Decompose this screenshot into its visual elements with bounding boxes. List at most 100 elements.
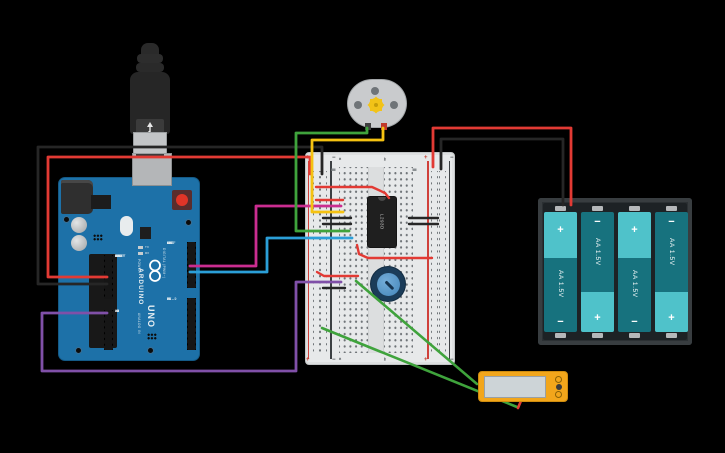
row-number: 16 [331, 168, 336, 172]
row-number: 25 [331, 168, 336, 172]
wire-pin11-in1[interactable] [188, 204, 343, 268]
wire-motor-yellow[interactable] [310, 126, 385, 214]
arduino-brand-text: ARDUINO [137, 268, 144, 306]
battery-contact [629, 333, 640, 338]
row-number: 3 [331, 168, 334, 172]
battery-cap [544, 212, 577, 258]
sensor-terminal-a[interactable] [555, 376, 562, 383]
row-number: 21 [331, 168, 336, 172]
motor-terminal-positive[interactable] [381, 123, 387, 130]
gas-sensor-window [484, 375, 546, 398]
sensor-terminal-h[interactable] [555, 384, 562, 390]
motor-gear-icon [367, 96, 385, 114]
pin-label: ~9 [167, 241, 171, 245]
gas-sensor[interactable] [478, 371, 568, 402]
usb-port [132, 153, 172, 186]
row-number: 29 [412, 168, 417, 172]
battery-cell[interactable]: +−AA 1.5V [618, 212, 651, 332]
wire-sensor-green-a[interactable] [354, 279, 479, 386]
potentiometer-knob[interactable] [376, 272, 400, 296]
battery-plus-label: + [594, 312, 601, 324]
minus-label: − [332, 357, 336, 363]
power-section-label: POWER [137, 259, 141, 274]
pin-label: 12 [167, 241, 171, 245]
row-number: 2 [331, 168, 334, 172]
wire-arduino-5v[interactable] [46, 155, 312, 279]
battery-contact [592, 206, 603, 211]
jumper-vmotor-vcc2[interactable] [355, 243, 434, 260]
wire-pin10-in2[interactable] [188, 236, 354, 274]
row-number: 7 [412, 168, 415, 172]
sensor-terminal-b[interactable] [555, 391, 562, 398]
battery-cap [655, 292, 688, 332]
wire-a0-potentiometer[interactable] [40, 280, 343, 373]
power-rail-holes[interactable] [312, 171, 320, 354]
pin-label: RX←0 [167, 297, 177, 301]
battery-cell[interactable]: +−AA 1.5V [544, 212, 577, 332]
power-header[interactable] [104, 255, 113, 299]
wire-motor-green[interactable] [294, 126, 369, 233]
pin-label: ~5 [167, 297, 171, 301]
chip-label: L293D [379, 214, 385, 230]
battery-cell[interactable]: +−AA 1.5V [655, 212, 688, 332]
row-number: 25 [412, 168, 417, 172]
battery-contact [666, 333, 677, 338]
terminal-holes-left[interactable] [339, 167, 368, 353]
usb-cable[interactable] [130, 43, 170, 157]
row-number: 27 [331, 168, 336, 172]
l293d-motor-driver-chip[interactable]: L293D [368, 197, 396, 247]
row-number: 9 [412, 168, 415, 172]
row-number: 11 [331, 168, 336, 172]
digital-header-lower[interactable] [187, 298, 196, 350]
plus-label: + [424, 357, 428, 363]
analog-header[interactable] [104, 310, 113, 350]
row-number: 26 [412, 168, 417, 172]
led-label: RX [145, 251, 150, 255]
row-number: 3 [412, 168, 415, 172]
rail-stripe-negative [330, 161, 332, 359]
pin-label: 4 [167, 297, 169, 301]
row-number: 22 [412, 168, 417, 172]
usb-cable-ridge [136, 63, 164, 72]
jumper-5v-vcc1[interactable] [314, 185, 391, 200]
column-letter: j [384, 356, 385, 361]
motor-terminal-negative[interactable] [365, 123, 371, 130]
voltage-regulator [91, 195, 111, 209]
rail-stripe-negative [448, 161, 451, 359]
battery-contact [555, 333, 566, 338]
pin-label: A2 [115, 309, 119, 313]
mounting-hole [63, 216, 70, 223]
battery-pack-4xAA[interactable]: +−AA 1.5V+−AA 1.5V+−AA 1.5V+−AA 1.5V [538, 198, 692, 345]
mounting-hole [75, 347, 82, 354]
row-number: 11 [412, 168, 417, 172]
wire-battery-minus[interactable] [439, 137, 565, 207]
row-number: 16 [412, 168, 417, 172]
battery-cell[interactable]: +−AA 1.5V [581, 212, 614, 332]
usb-cable-strain-relief [141, 43, 159, 56]
wire-battery-plus[interactable] [431, 126, 573, 207]
power-rail-holes[interactable] [431, 171, 438, 354]
usb-cable-ridge [137, 54, 163, 63]
column-letter: e [339, 356, 342, 361]
row-number: 29 [331, 168, 336, 172]
row-number: 13 [412, 168, 417, 172]
jumper-5v-pot[interactable] [315, 270, 360, 278]
row-number: 6 [412, 168, 415, 172]
reset-button[interactable] [172, 190, 192, 210]
column-letter: g [384, 356, 387, 361]
ground-rail-holes[interactable] [320, 171, 327, 354]
wire-arduino-gnd[interactable] [36, 145, 324, 286]
row-number: 15 [331, 168, 336, 172]
pin-label: A4 [115, 309, 119, 313]
ground-rail-holes[interactable] [438, 171, 446, 354]
potentiometer[interactable] [371, 267, 405, 301]
dc-motor[interactable] [347, 79, 407, 130]
pin-label: GND [167, 241, 175, 245]
pin-label: A3 [115, 309, 119, 313]
arduino-model-text: UNO [146, 305, 156, 328]
